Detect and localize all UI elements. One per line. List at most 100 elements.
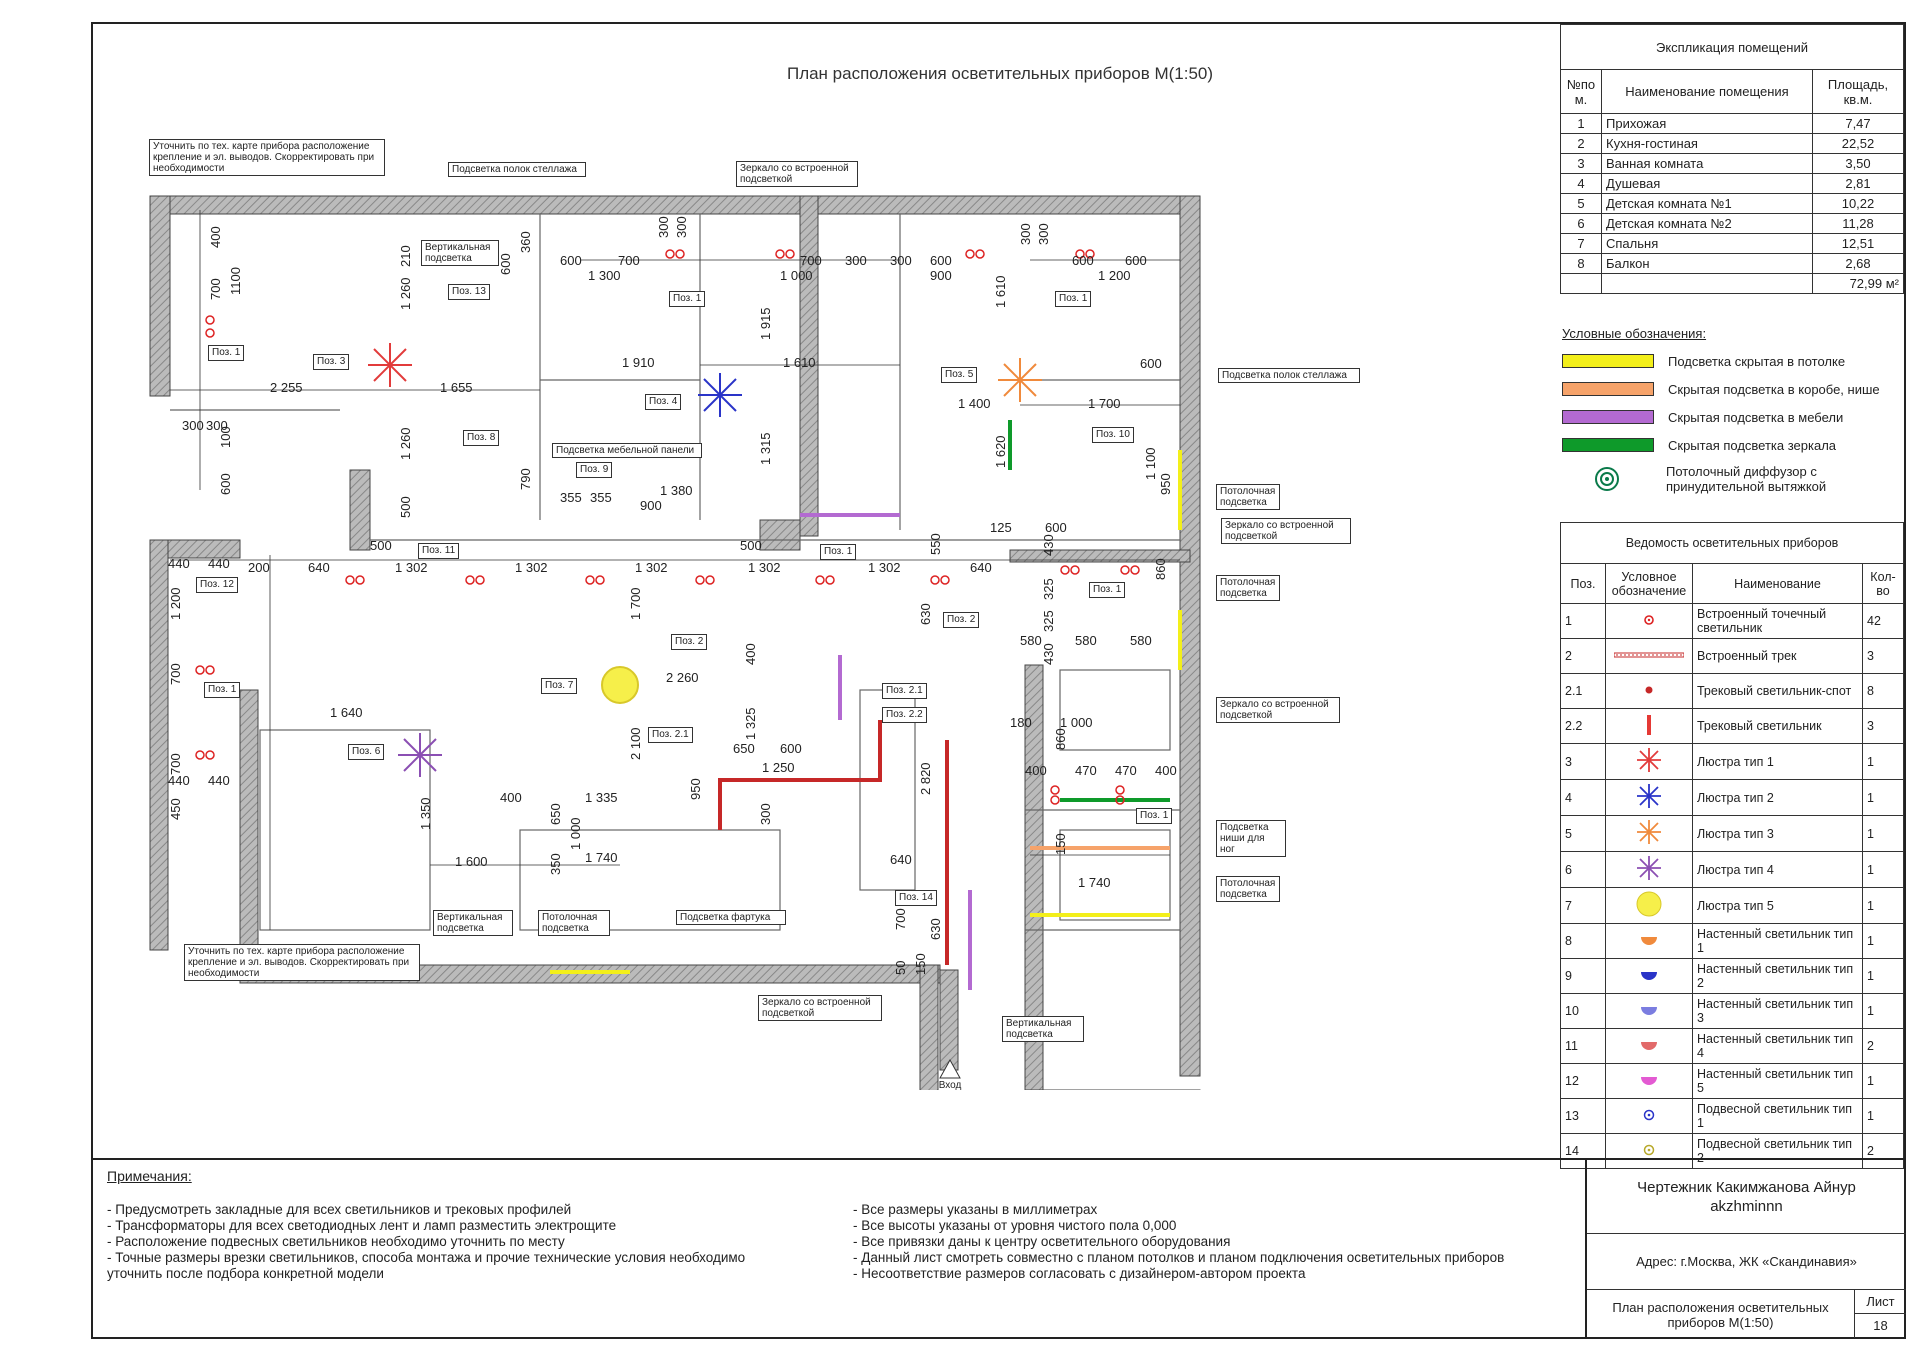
svg-text:580: 580 <box>1020 633 1042 648</box>
half-icon <box>1605 993 1693 1029</box>
svg-text:400: 400 <box>743 643 758 665</box>
svg-text:700: 700 <box>800 253 822 268</box>
svg-text:1 302: 1 302 <box>748 560 781 575</box>
pos-tag: Поз. 10 <box>1092 427 1134 443</box>
stamp-sheet-number: 18 <box>1873 1318 1888 1333</box>
pos-tag: Поз. 9 <box>576 462 613 478</box>
ring-icon <box>1605 1133 1693 1169</box>
svg-text:470: 470 <box>1075 763 1097 778</box>
svg-text:1 335: 1 335 <box>585 790 618 805</box>
svg-text:400: 400 <box>208 226 223 248</box>
svg-text:1 740: 1 740 <box>1078 875 1111 890</box>
pos-tag: Поз. 6 <box>348 744 385 760</box>
svg-text:600: 600 <box>560 253 582 268</box>
svg-text:600: 600 <box>1140 356 1162 371</box>
notes-right: - Все размеры указаны в миллиметрах- Все… <box>853 1202 1505 1281</box>
svg-text:1 302: 1 302 <box>395 560 428 575</box>
svg-text:2 255: 2 255 <box>270 380 303 395</box>
svg-text:700: 700 <box>208 278 223 300</box>
svg-text:640: 640 <box>308 560 330 575</box>
svg-text:355: 355 <box>560 490 582 505</box>
chandelier-icons <box>368 343 1042 777</box>
pos-tag: Поз. 11 <box>418 543 460 559</box>
plan-title: План расположения осветительных приборов… <box>786 64 1214 83</box>
pos-tag: Поз. 2 <box>943 612 980 628</box>
callout-vertical-top: Вертикальная подсветка <box>421 240 499 266</box>
spot-red-icon <box>1605 603 1693 639</box>
svg-text:1 260: 1 260 <box>398 277 413 310</box>
svg-text:700: 700 <box>168 753 183 775</box>
svg-text:360: 360 <box>518 231 533 253</box>
callout-furniture-panel: Подсветка мебельной панели <box>552 443 702 458</box>
svg-text:600: 600 <box>498 253 513 275</box>
svg-text:440: 440 <box>168 556 190 571</box>
callout-mirror-right-1: Зеркало со встроенной подсветкой <box>1221 518 1351 544</box>
track-lamp-icon <box>1605 708 1693 744</box>
disc-icon <box>1605 887 1693 924</box>
fixtures-table: Ведомость осветительных приборов Поз. Ус… <box>1560 522 1904 1169</box>
svg-text:580: 580 <box>1075 633 1097 648</box>
svg-text:1 200: 1 200 <box>168 587 183 620</box>
legend-title: Условные обозначения: <box>1562 326 1707 341</box>
stamp-sheet-label: Лист <box>1855 1290 1906 1314</box>
half-icon <box>1605 958 1693 994</box>
svg-text:1 302: 1 302 <box>868 560 901 575</box>
callout-niche-feet: Подсветка ниши для ног <box>1216 820 1286 857</box>
half-icon <box>1605 1063 1693 1099</box>
callout-vertical-bottom-right: Вертикальная подсветка <box>1002 1016 1084 1042</box>
stamp-address: Адрес: г.Москва, ЖК «Скандинавия» <box>1587 1234 1906 1290</box>
svg-text:1 200: 1 200 <box>1098 268 1131 283</box>
notes-title: Примечания: <box>107 1168 192 1184</box>
svg-text:300: 300 <box>758 803 773 825</box>
svg-text:500: 500 <box>398 496 413 518</box>
callout-apron: Подсветка фартука <box>676 910 786 925</box>
svg-text:400: 400 <box>1155 763 1177 778</box>
pos-tag: Поз. 1 <box>1089 582 1126 598</box>
svg-text:440: 440 <box>208 556 230 571</box>
svg-text:300: 300 <box>1036 223 1051 245</box>
svg-text:1 610: 1 610 <box>783 355 816 370</box>
svg-text:100: 100 <box>218 426 233 448</box>
svg-text:1 302: 1 302 <box>515 560 548 575</box>
legend-item: Потолочный диффузор с принудительной выт… <box>1562 459 1906 499</box>
svg-text:1 250: 1 250 <box>762 760 795 775</box>
svg-text:430: 430 <box>1041 534 1056 556</box>
half-icon <box>1605 1028 1693 1064</box>
title-block: Чертежник Какимжанова Айнур akzhminnn Ад… <box>1585 1158 1906 1338</box>
callout-ceiling-1: Потолочная подсветка <box>1216 484 1280 510</box>
svg-text:1100: 1100 <box>228 267 243 295</box>
svg-text:700: 700 <box>168 663 183 685</box>
pos-tag: Поз. 2.2 <box>882 707 927 723</box>
legend-item: Скрытая подсветка в коробе, нише <box>1562 375 1906 403</box>
svg-text:1 640: 1 640 <box>330 705 363 720</box>
pos-tag: Поз. 13 <box>448 284 490 300</box>
svg-text:300: 300 <box>890 253 912 268</box>
svg-text:450: 450 <box>168 798 183 820</box>
svg-text:2 260: 2 260 <box>666 670 699 685</box>
callout-vertical-bottom: Вертикальная подсветка <box>433 910 513 936</box>
svg-text:630: 630 <box>918 603 933 625</box>
svg-text:1 910: 1 910 <box>622 355 655 370</box>
svg-text:600: 600 <box>930 253 952 268</box>
callout-shelf-light-right: Подсветка полок стеллажа <box>1218 368 1360 383</box>
explication-total: 72,99 м² <box>1812 273 1904 294</box>
svg-text:550: 550 <box>928 533 943 555</box>
callout-clarify-top: Уточнить по тех. карте прибора расположе… <box>149 139 385 176</box>
svg-text:300: 300 <box>845 253 867 268</box>
svg-text:600: 600 <box>218 473 233 495</box>
legend: Условные обозначения: Подсветка скрытая … <box>1562 326 1906 499</box>
pos-tag: Поз. 1 <box>669 291 706 307</box>
explication-title: Экспликация помещений <box>1560 24 1904 70</box>
callout-mirror-right-2: Зеркало со встроенной подсветкой <box>1216 697 1340 723</box>
svg-text:580: 580 <box>1130 633 1152 648</box>
svg-text:210: 210 <box>398 245 413 267</box>
svg-text:440: 440 <box>208 773 230 788</box>
svg-text:640: 640 <box>890 852 912 867</box>
legend-item: Скрытая подсветка в мебели <box>1562 403 1906 431</box>
